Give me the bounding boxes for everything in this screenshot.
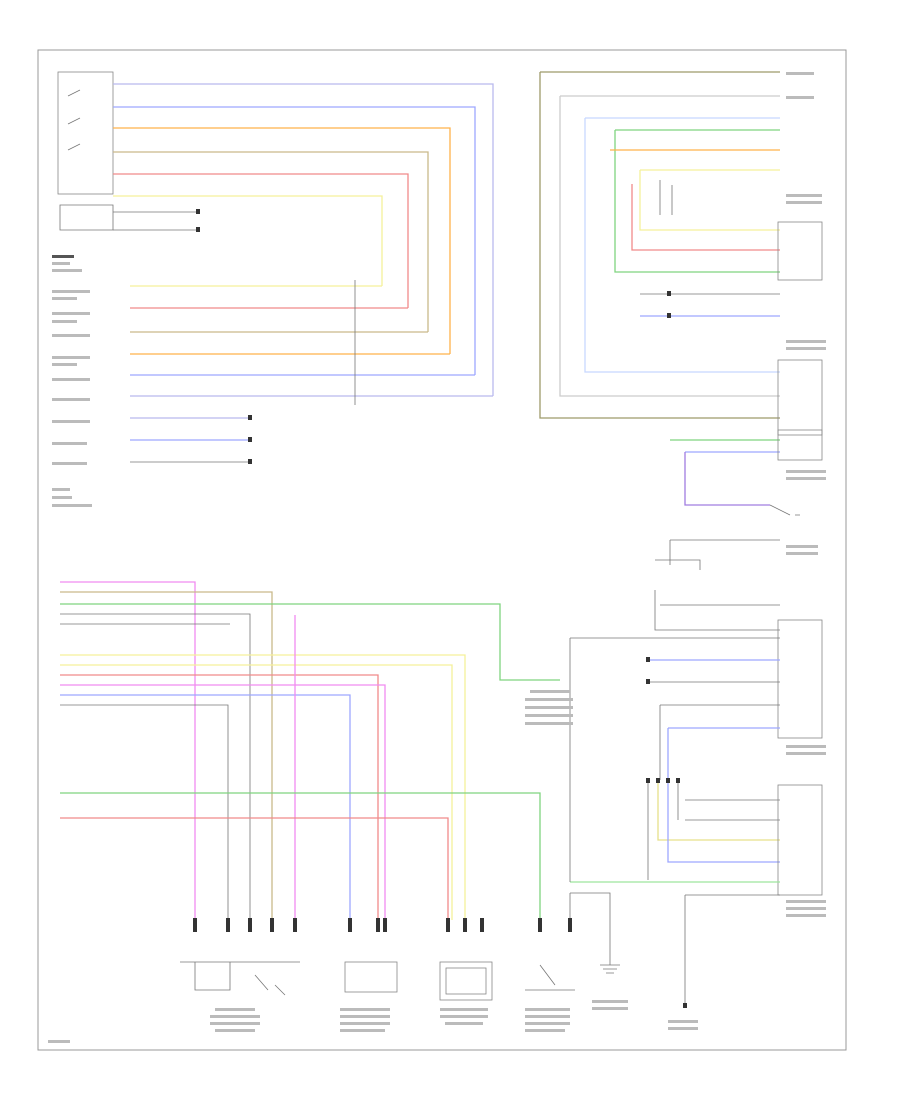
module-input-wires: [130, 280, 493, 464]
top-left-wire-bundle: [113, 83, 494, 396]
switch-contact-icon: [769, 504, 800, 516]
ground-icon: [600, 964, 620, 974]
wire-yellow: [113, 195, 383, 286]
top-right-wire-bundle: [539, 71, 823, 631]
wire-blue-white: [113, 106, 476, 375]
top-left-switch-module: [57, 71, 200, 232]
left-label-column: [52, 255, 92, 507]
switch-contact-icon: [254, 974, 286, 996]
wire-red-white: [113, 173, 409, 308]
right-middle-modules: [569, 619, 823, 1008]
center-label-block: [525, 690, 573, 725]
switch-contact-icon: [67, 89, 81, 151]
wire-yellow-orange: [113, 127, 451, 354]
bottom-components: [180, 892, 620, 1001]
ground-icon: [655, 559, 701, 570]
wire-brown: [113, 151, 429, 332]
diagram-frame: [37, 49, 847, 1051]
lower-left-wire-bundle: [60, 581, 571, 920]
bottom-label-blocks: [48, 1000, 698, 1043]
switch-contact-icon: [525, 964, 575, 991]
right-label-column: [786, 72, 826, 917]
wire-violet-white: [113, 83, 494, 396]
